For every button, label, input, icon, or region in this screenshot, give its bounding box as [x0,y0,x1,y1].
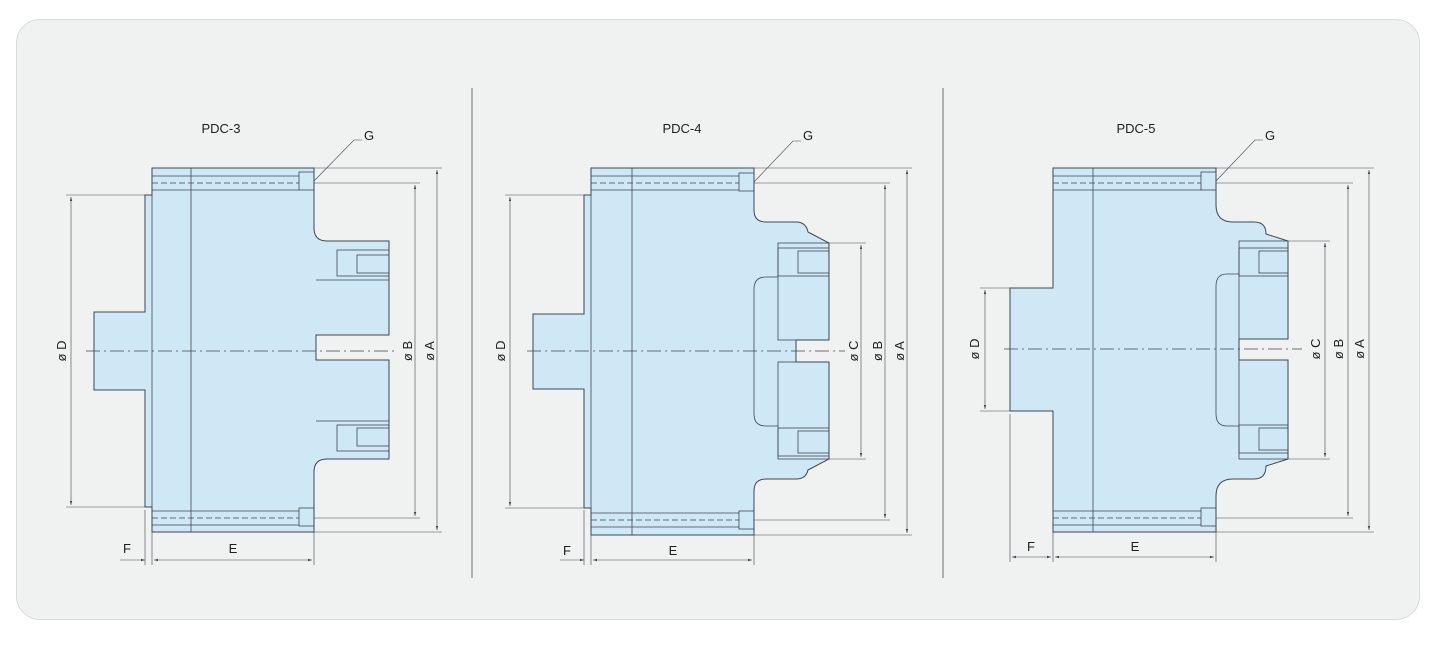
label-d: ø D [493,341,508,362]
label-a: ø A [1352,339,1367,359]
drawing-pdc-5: PDC-5 G ø D ø C ø B ø A [967,121,1374,562]
label-e: E [669,543,678,558]
label-a: ø A [422,341,437,361]
label-e: E [229,541,238,556]
label-g: G [803,128,813,143]
drawing-title: PDC-3 [201,121,240,136]
jaw-lower-step [356,427,390,447]
drawing-title: PDC-4 [662,121,701,136]
drawing-pdc-3: PDC-3 G ø D ø B [54,121,442,565]
drawing-title: PDC-5 [1116,121,1155,136]
label-g: G [364,128,374,143]
label-f: F [123,541,131,556]
label-b: ø B [400,341,415,361]
label-f: F [563,543,571,558]
chuck-body [93,167,390,533]
jaw-upper-step [356,254,390,274]
label-c: ø C [846,341,861,362]
label-b: ø B [870,341,885,361]
chuck-body [532,167,830,536]
chuck-body [1009,167,1289,533]
drawing-pdc-4: PDC-4 G ø D ø C ø B [493,121,912,565]
label-d: ø D [54,341,69,362]
label-d: ø D [967,339,982,360]
label-e: E [1131,539,1140,554]
label-c: ø C [1308,339,1323,360]
label-a: ø A [892,341,907,361]
label-g: G [1265,128,1275,143]
label-f: F [1027,539,1035,554]
label-b: ø B [1331,339,1346,359]
